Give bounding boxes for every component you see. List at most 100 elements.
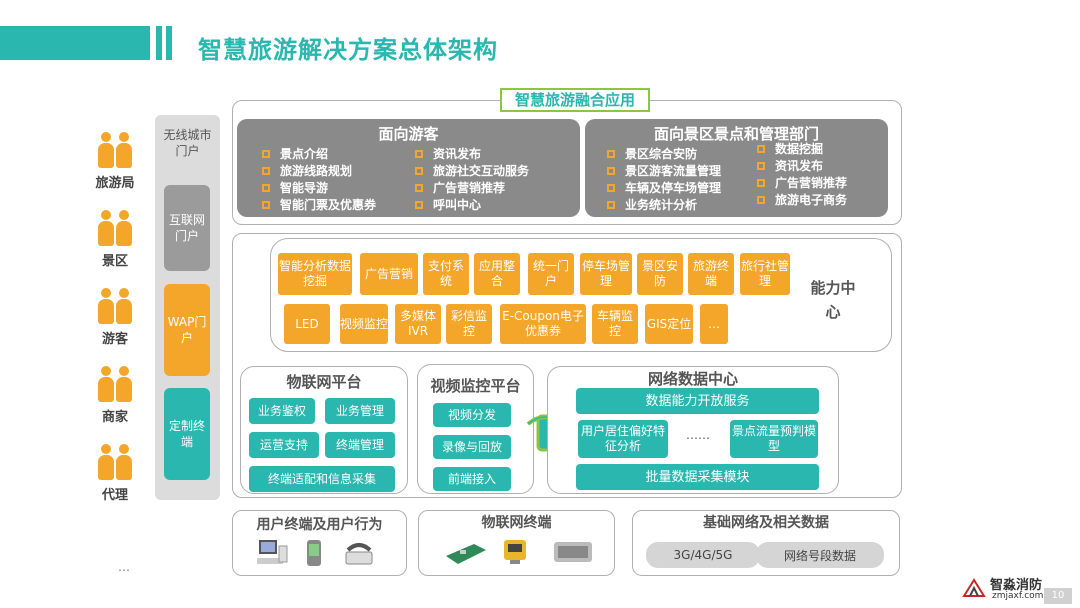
list-item: 旅游线路规划 (262, 163, 376, 180)
role-label: 代理 (101, 488, 128, 503)
person-icon (116, 288, 132, 324)
data-center-title: 网络数据中心 (647, 370, 738, 388)
role-agent: 代理 (90, 444, 140, 503)
network-title: 基础网络及相关数据 (703, 515, 829, 531)
person-icon (116, 132, 132, 168)
capability-item: 旅行社管理 (740, 253, 790, 295)
page-number: 10 (1044, 588, 1072, 604)
platform-item: 终端适配和信息采集 (249, 466, 395, 492)
scenic-list-left: 景区综合安防 景区游客流量管理 车辆及停车场管理 业务统计分析 (607, 146, 721, 214)
list-item: 资讯发布 (415, 146, 529, 163)
header-divider (156, 26, 162, 60)
scenic-management-panel: 面向景区景点和管理部门 景区综合安防 景区游客流量管理 车辆及停车场管理 业务统… (585, 119, 888, 217)
bullet-icon (757, 179, 765, 187)
iot-platform-title: 物联网平台 (286, 373, 362, 391)
bullet-icon (607, 184, 615, 192)
wap-portal: WAP门户 (164, 284, 210, 376)
visitor-panel: 面向游客 景点介绍 旅游线路规划 智能导游 智能门票及优惠券 资讯发布 旅游社交… (237, 119, 580, 217)
person-icon (98, 210, 114, 246)
bullet-icon (757, 196, 765, 204)
role-label: 景区 (101, 254, 128, 269)
capability-item: 彩信监控 (446, 304, 492, 344)
capability-item: GIS定位 (645, 304, 693, 344)
bullet-icon (415, 150, 423, 158)
role-merchant: 商家 (90, 366, 140, 425)
person-icon (116, 444, 132, 480)
capability-item: 多媒体IVR (395, 304, 441, 344)
role-tourism-bureau: 旅游局 (90, 132, 140, 191)
header-divider (166, 26, 172, 60)
role-label: 商家 (101, 410, 128, 425)
bullet-icon (262, 184, 270, 192)
capability-item: E-Coupon电子优惠券 (500, 304, 586, 344)
list-item: 呼叫中心 (415, 197, 529, 214)
list-item: 景区综合安防 (607, 146, 721, 163)
platform-item: 前端接入 (433, 467, 511, 491)
bullet-icon (262, 167, 270, 175)
visitor-list-left: 景点介绍 旅游线路规划 智能导游 智能门票及优惠券 (262, 146, 376, 214)
list-item: 数据挖掘 (757, 141, 847, 158)
capability-item: 视频监控 (340, 304, 388, 344)
list-item: 智能导游 (262, 180, 376, 197)
platform-item: 业务管理 (325, 398, 395, 424)
network-chip: 3G/4G/5G (646, 542, 760, 568)
bullet-icon (415, 184, 423, 192)
user-terminal-title: 用户终端及用户行为 (256, 517, 383, 533)
capability-item: 支付系统 (423, 253, 469, 295)
list-item: 广告营销推荐 (415, 180, 529, 197)
capability-item: 应用整合 (474, 253, 520, 295)
person-icon (116, 210, 132, 246)
list-item: 业务统计分析 (607, 197, 721, 214)
video-platform-title: 视频监控平台 (430, 377, 521, 395)
list-item: 智能门票及优惠券 (262, 197, 376, 214)
person-icon (98, 132, 114, 168)
role-tourist: 游客 (90, 288, 140, 347)
platform-item: 录像与回放 (433, 435, 511, 459)
visitor-list-right: 资讯发布 旅游社交互动服务 广告营销推荐 呼叫中心 (415, 146, 529, 214)
capability-item: 广告营销 (360, 253, 418, 295)
bullet-icon (757, 162, 765, 170)
logo-text: 智淼消防 (990, 578, 1043, 593)
visitor-panel-title: 面向游客 (378, 125, 439, 143)
mobile-phone-icon (307, 540, 321, 566)
bullet-icon (607, 150, 615, 158)
bullet-icon (262, 201, 270, 209)
capability-center-title: 能力中心 (810, 279, 856, 321)
internet-portal: 互联网门户 (164, 185, 210, 271)
desktop-computer-icon (257, 540, 288, 564)
sensor-device-icon (504, 540, 526, 564)
person-icon (116, 366, 132, 402)
logo-site: zmjaxf.com (992, 591, 1044, 601)
list-item: 车辆及停车场管理 (607, 180, 721, 197)
bullet-icon (607, 201, 615, 209)
network-chip: 网络号段数据 (756, 542, 884, 568)
bullet-icon (415, 201, 423, 209)
platform-item: 业务鉴权 (249, 398, 315, 424)
data-center-dots: …… (686, 428, 710, 442)
role-label: 游客 (101, 332, 128, 347)
capability-item: 统一门户 (528, 253, 574, 295)
batch-data-collection: 批量数据采集模块 (576, 464, 819, 490)
wireless-portal-label: 无线城市门户 (163, 128, 212, 158)
roles-more: … (118, 560, 130, 574)
telephone-icon (345, 543, 373, 565)
platform-item: 运营支持 (249, 432, 319, 458)
capability-item: … (700, 304, 728, 344)
custom-terminal-portal: 定制终端 (164, 388, 210, 480)
platform-item: 终端管理 (325, 432, 395, 458)
capability-item: LED (284, 304, 330, 344)
header-bar (0, 26, 150, 60)
iot-terminal-title: 物联网终端 (481, 515, 552, 531)
logo-icon (962, 578, 986, 597)
bullet-icon (262, 150, 270, 158)
list-item: 旅游电子商务 (757, 192, 847, 209)
role-scenic-area: 景区 (90, 210, 140, 269)
list-item: 旅游社交互动服务 (415, 163, 529, 180)
list-item: 景点介绍 (262, 146, 376, 163)
application-layer-title: 智慧旅游融合应用 (500, 88, 650, 112)
list-item: 资讯发布 (757, 158, 847, 175)
scenic-panel-title: 面向景区景点和管理部门 (653, 125, 819, 143)
list-item: 景区游客流量管理 (607, 163, 721, 180)
bullet-icon (415, 167, 423, 175)
capability-item: 停车场管理 (580, 253, 632, 295)
